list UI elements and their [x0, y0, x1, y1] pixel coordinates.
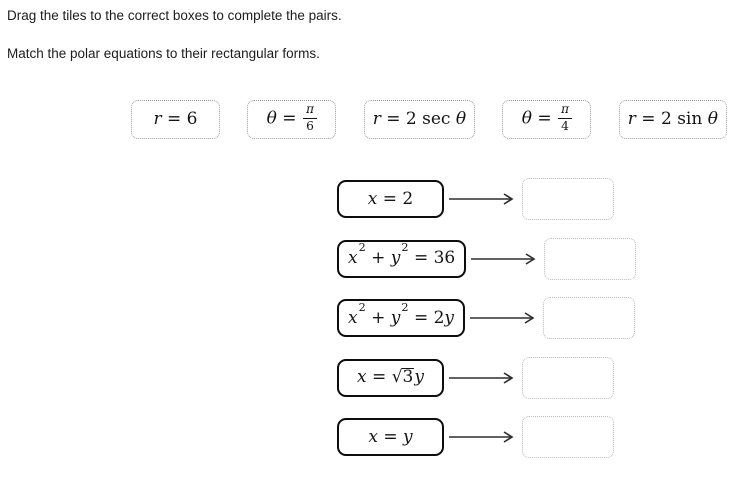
tile-equation-text: r = 6: [153, 109, 198, 129]
drop-target-box[interactable]: [543, 297, 636, 339]
pair-row: x = √3y: [337, 356, 636, 399]
drop-target-box[interactable]: [522, 178, 614, 220]
equation-text: x2 + y2 = 2y: [348, 300, 455, 328]
pair-row: x2 + y2 = 2y: [337, 297, 636, 339]
arrow-icon: [471, 252, 536, 265]
tile-equation-text: r = 2 sin θ: [627, 109, 718, 129]
equation-box: x = √3y: [337, 358, 444, 397]
arrow-icon: [470, 312, 535, 324]
drop-target-box[interactable]: [544, 237, 637, 280]
match-prompt-text: Match the polar equations to their recta…: [7, 46, 320, 61]
arrow-icon: [449, 431, 514, 443]
draggable-tile[interactable]: r = 2 sin θ: [618, 100, 727, 139]
tile-equation-text: r = 2 sec θ: [372, 109, 467, 129]
equation-text: x2 + y2 = 36: [348, 241, 456, 268]
pairs-column: x = 2 x2 + y2 = 36: [337, 178, 637, 458]
drop-target-box[interactable]: [522, 356, 614, 399]
arrow-icon: [449, 193, 514, 205]
equation-box: x = 2: [337, 180, 444, 218]
drag-instruction-text: Drag the tiles to the correct boxes to c…: [7, 8, 342, 23]
draggable-tile[interactable]: r = 6: [131, 100, 220, 139]
pair-row: x2 + y2 = 36: [337, 237, 637, 280]
equation-text: x = 2: [367, 188, 414, 209]
equation-text: x = √3y: [357, 367, 424, 388]
equation-box: x = y: [337, 418, 444, 456]
equation-text: x = y: [368, 426, 413, 447]
equation-box: x2 + y2 = 36: [337, 239, 467, 278]
draggable-tile[interactable]: r = 2 sec θ: [363, 100, 476, 139]
pair-row: x = y: [337, 416, 636, 458]
equation-box: x2 + y2 = 2y: [337, 299, 466, 337]
drop-target-box[interactable]: [522, 416, 614, 458]
arrow-icon: [449, 371, 514, 384]
pair-row: x = 2: [337, 178, 636, 220]
